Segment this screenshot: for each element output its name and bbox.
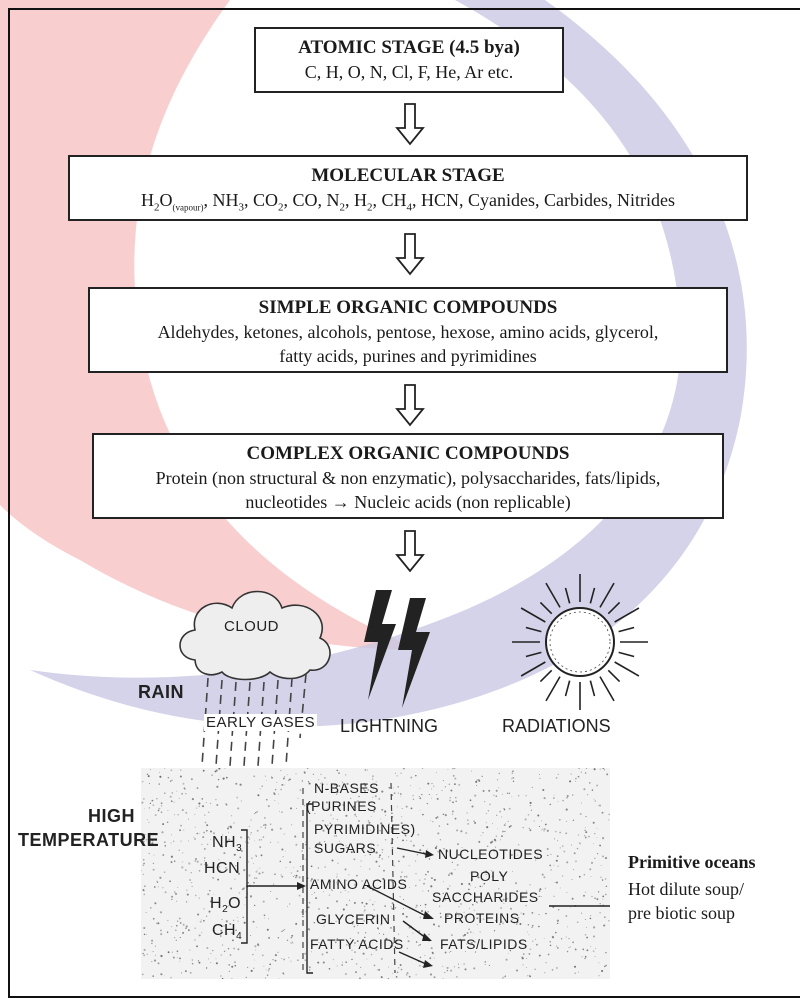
sun-ray bbox=[546, 677, 560, 701]
glycerin-label: GLYCERIN bbox=[316, 911, 391, 927]
high-temperature-label-1: HIGH bbox=[88, 806, 135, 827]
atomic-stage-elements: C, H, O, N, Cl, F, He, Ar etc. bbox=[256, 60, 562, 84]
primitive-oceans-line-2: pre biotic soup bbox=[628, 901, 735, 925]
fatty-acids-label: FATTY ACIDS bbox=[310, 936, 404, 952]
sugars-label: SUGARS bbox=[314, 840, 376, 856]
sun-ray bbox=[615, 662, 639, 676]
sun-ray bbox=[540, 602, 551, 613]
lightning-icon bbox=[362, 588, 444, 710]
sun-ray bbox=[521, 662, 545, 676]
sun-ray bbox=[608, 670, 619, 681]
sun-ray bbox=[526, 652, 541, 656]
simple-organic-line-1: Aldehydes, ketones, alcohols, pentose, h… bbox=[90, 320, 726, 344]
atomic-stage-title: ATOMIC STAGE (4.5 bya) bbox=[256, 36, 562, 60]
sun-ray bbox=[526, 628, 541, 632]
sun-ray bbox=[619, 652, 634, 656]
complex-organic-line-1: Protein (non structural & non enzymatic)… bbox=[94, 466, 722, 490]
saccharides-label: SACCHARIDES bbox=[432, 889, 539, 905]
sun-ray bbox=[521, 608, 545, 622]
sun-ray bbox=[600, 677, 614, 701]
purines-label: (PURINES bbox=[306, 798, 377, 814]
pyrimidines-label: PYRIMIDINES) bbox=[314, 821, 416, 837]
amino-acids-label: AMINO ACIDS bbox=[310, 876, 407, 892]
molecular-stage-title: MOLECULAR STAGE bbox=[70, 164, 746, 188]
early-gases-label: EARLY GASES bbox=[204, 714, 317, 731]
primitive-oceans-line-1: Hot dilute soup/ bbox=[628, 877, 744, 901]
atomic-stage-box: ATOMIC STAGE (4.5 bya) C, H, O, N, Cl, F… bbox=[254, 27, 564, 93]
sun-radiation-icon bbox=[510, 572, 650, 712]
primitive-oceans-title: Primitive oceans bbox=[628, 850, 755, 874]
sun-ray bbox=[615, 608, 639, 622]
molecular-stage-compounds: H2O(vapour), NH3, CO2, CO, N2, H2, CH4, … bbox=[70, 188, 746, 220]
sun-ray bbox=[540, 670, 551, 681]
fats-lipids-label: FATS/LIPIDS bbox=[440, 936, 528, 952]
molecular-stage-box: MOLECULAR STAGE H2O(vapour), NH3, CO2, C… bbox=[68, 155, 748, 221]
complex-organic-title: COMPLEX ORGANIC COMPOUNDS bbox=[94, 442, 722, 466]
down-arrow-4 bbox=[395, 529, 425, 573]
complex-organic-line-2: nucleotides → Nucleic acids (non replica… bbox=[94, 490, 722, 514]
lightning-label: LIGHTNING bbox=[340, 716, 438, 737]
high-temperature-label-2: TEMPERATURE bbox=[18, 830, 159, 851]
down-arrow-3 bbox=[395, 383, 425, 427]
sun-ray bbox=[590, 588, 594, 603]
sun-ray bbox=[546, 583, 560, 607]
sun-ray bbox=[566, 681, 570, 696]
down-arrow-1 bbox=[395, 102, 425, 146]
rain-label: RAIN bbox=[138, 682, 184, 703]
simple-organic-title: SIMPLE ORGANIC COMPOUNDS bbox=[90, 296, 726, 320]
complex-organic-box: COMPLEX ORGANIC COMPOUNDS Protein (non s… bbox=[92, 433, 724, 519]
simple-organic-box: SIMPLE ORGANIC COMPOUNDS Aldehydes, keto… bbox=[88, 287, 728, 373]
simple-organic-line-2: fatty acids, purines and pyrimidines bbox=[90, 344, 726, 368]
sun-ray bbox=[566, 588, 570, 603]
proteins-label: PROTEINS bbox=[444, 910, 520, 926]
sun-ray bbox=[590, 681, 594, 696]
sun-ray bbox=[600, 583, 614, 607]
nucleotides-label: NUCLEOTIDES bbox=[438, 846, 543, 862]
cloud-icon bbox=[180, 592, 330, 680]
down-arrow-2 bbox=[395, 232, 425, 276]
cloud-label: CLOUD bbox=[224, 618, 279, 635]
cloud-rain-illustration bbox=[170, 578, 340, 768]
sun-ray bbox=[619, 628, 634, 632]
poly-label: POLY bbox=[470, 868, 508, 884]
n-bases-label: N-BASES bbox=[314, 780, 379, 796]
radiations-label: RADIATIONS bbox=[502, 716, 611, 737]
sun-ray bbox=[608, 602, 619, 613]
